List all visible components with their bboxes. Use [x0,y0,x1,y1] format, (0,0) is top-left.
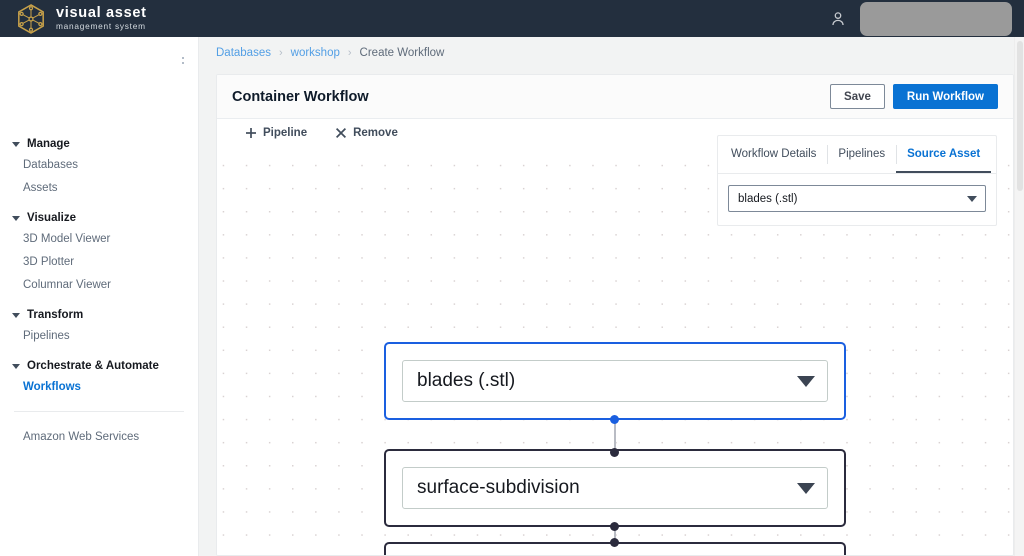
sidebar-collapse-handle-icon[interactable] [177,50,189,70]
canvas-toolbar: Pipeline Remove [217,119,1013,147]
page-scrollbar-thumb[interactable] [1017,41,1023,191]
panel-body: blades (.stl) [718,174,996,225]
close-x-icon [336,127,347,139]
save-button[interactable]: Save [830,84,885,109]
chevron-down-icon [797,482,815,494]
brand-title: visual asset [56,5,147,22]
sidebar-item-columnar-viewer[interactable]: Columnar Viewer [23,278,111,291]
tab-source-asset[interactable]: Source Asset [896,136,992,173]
remove-label: Remove [353,127,398,139]
chevron-down-icon [797,375,815,387]
sidebar-item-workflows[interactable]: Workflows [23,380,81,393]
workflow-card: Container Workflow Save Run Workflow Pip… [216,74,1014,556]
sidebar-group-header-manage[interactable]: Manage [0,135,198,153]
panel-source-asset-value: blades (.stl) [738,192,798,205]
plus-icon [246,128,256,138]
edge-pipeline-to-output [614,525,616,543]
pipeline-select-value: surface-subdivision [417,477,580,498]
main-content: Databases › workshop › Create Workflow C… [199,37,1024,556]
workflow-side-panel: Workflow Details Pipelines Source Asset … [717,135,997,226]
brand-subtitle: management system [56,21,146,32]
user-icon[interactable] [830,11,846,27]
sidebar-group-orchestrate-automate: Orchestrate & Automate Workflows [0,357,198,398]
node-handle-pipeline-bottom[interactable] [610,522,619,531]
remove-button[interactable]: Remove [335,127,398,139]
chevron-down-icon [967,195,977,202]
sidebar-nav-list: Manage Databases Assets Visualize 3D Mod… [0,37,198,448]
sidebar-item-databases[interactable]: Databases [23,158,78,171]
caret-down-icon [12,215,20,221]
caret-down-icon [12,141,20,147]
user-account-chip[interactable] [860,1,1012,36]
workflow-node-source[interactable]: blades (.stl) [384,342,846,420]
sidebar-group-transform: Transform Pipelines [0,306,198,347]
workflow-card-header: Container Workflow Save Run Workflow [217,75,1013,119]
workflow-node-pipeline[interactable]: surface-subdivision [384,449,846,527]
source-asset-select[interactable]: blades (.stl) [402,360,828,402]
top-navigation-bar: visual asset management system [0,0,1024,37]
breadcrumb-item-create-workflow: Create Workflow [359,47,445,59]
sidebar-group-label: Transform [27,309,84,321]
sidebar-divider [14,411,184,412]
sidebar-item-assets[interactable]: Assets [23,181,58,194]
sidebar-item-3d-plotter[interactable]: 3D Plotter [23,255,75,268]
sidebar-item-amazon-web-services[interactable]: Amazon Web Services [23,430,140,443]
sidebar-group-header-visualize[interactable]: Visualize [0,209,198,227]
page-title: Container Workflow [232,88,369,105]
breadcrumb-separator-icon: › [278,46,283,59]
breadcrumb-item-workshop[interactable]: workshop [290,47,340,59]
tab-workflow-details[interactable]: Workflow Details [731,147,817,160]
node-handle-source-bottom[interactable] [610,415,619,424]
source-asset-select-value: blades (.stl) [417,370,516,391]
sidebar-group-manage: Manage Databases Assets [0,135,198,199]
sidebar-group-header-transform[interactable]: Transform [0,306,198,324]
node-handle-pipeline-top[interactable] [610,448,619,457]
panel-tab-list: Workflow Details Pipelines Source Asset [718,136,996,174]
top-navigation-right [830,1,1012,36]
caret-down-icon [12,312,20,318]
brand-logo-group[interactable]: visual asset management system [16,3,147,35]
add-pipeline-label: Pipeline [263,127,308,139]
sidebar-item-pipelines[interactable]: Pipelines [23,329,70,342]
sidebar-group-label: Orchestrate & Automate [27,360,159,372]
add-pipeline-button[interactable]: Pipeline [245,127,307,139]
tab-pipelines[interactable]: Pipelines [827,136,896,173]
pipeline-select[interactable]: surface-subdivision [402,467,828,509]
panel-source-asset-select[interactable]: blades (.stl) [728,185,986,212]
sidebar-group-label: Visualize [27,212,77,224]
node-handle-output-top[interactable] [610,538,619,547]
breadcrumb: Databases › workshop › Create Workflow [199,37,1024,69]
page-scrollbar[interactable] [1014,37,1024,556]
sidebar-group-label: Manage [27,138,70,150]
sidebar-item-3d-model-viewer[interactable]: 3D Model Viewer [23,232,111,245]
sidebar-group-visualize: Visualize 3D Model Viewer 3D Plotter Col… [0,209,198,296]
card-actions: Save Run Workflow [830,84,998,109]
breadcrumb-item-databases[interactable]: Databases [216,47,271,59]
brand-text: visual asset management system [56,5,147,32]
run-workflow-button[interactable]: Run Workflow [892,84,998,109]
caret-down-icon [12,363,20,369]
hexagon-network-icon [18,3,44,34]
breadcrumb-separator-icon: › [347,46,352,59]
sidebar-navigation: Manage Databases Assets Visualize 3D Mod… [0,37,199,556]
edge-source-to-pipeline [614,419,616,453]
sidebar-group-header-orchestrate[interactable]: Orchestrate & Automate [0,357,198,375]
